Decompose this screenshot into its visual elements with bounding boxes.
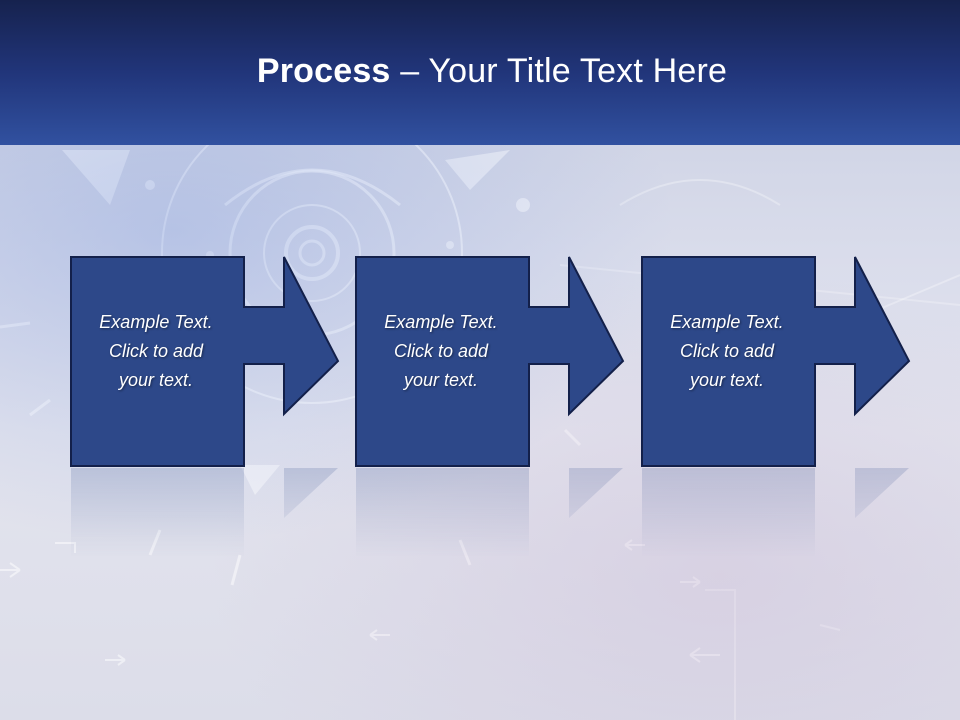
- step-text-line-1: Example Text.: [670, 312, 784, 332]
- title-rest: – Your Title Text Here: [390, 52, 728, 90]
- step-text-line-3: your text.: [403, 370, 479, 390]
- process-step-2[interactable]: Example Text. Click to add your text.: [355, 256, 625, 467]
- header-band: Process – Your Title Text Here: [0, 0, 960, 145]
- step-text-line-2: Click to add: [393, 341, 489, 361]
- step-text[interactable]: Example Text. Click to add your text.: [355, 308, 527, 395]
- step-box: [355, 256, 625, 467]
- step-reflection-3: [641, 468, 911, 558]
- step-text[interactable]: Example Text. Click to add your text.: [70, 308, 242, 395]
- step-box: [641, 256, 911, 467]
- slide-title[interactable]: Process – Your Title Text Here: [0, 52, 960, 91]
- step-text-line-1: Example Text.: [384, 312, 498, 332]
- step-text-line-1: Example Text.: [99, 312, 213, 332]
- step-text-line-2: Click to add: [108, 341, 204, 361]
- step-text[interactable]: Example Text. Click to add your text.: [641, 308, 813, 395]
- step-text-line-3: your text.: [689, 370, 765, 390]
- process-step-3[interactable]: Example Text. Click to add your text.: [641, 256, 911, 467]
- step-reflection-1: [70, 468, 340, 558]
- process-step-1[interactable]: Example Text. Click to add your text.: [70, 256, 340, 467]
- title-bold: Process: [256, 52, 391, 90]
- step-text-line-3: your text.: [118, 370, 194, 390]
- step-reflection-2: [355, 468, 625, 558]
- step-text-line-2: Click to add: [679, 341, 775, 361]
- step-box: [70, 256, 340, 467]
